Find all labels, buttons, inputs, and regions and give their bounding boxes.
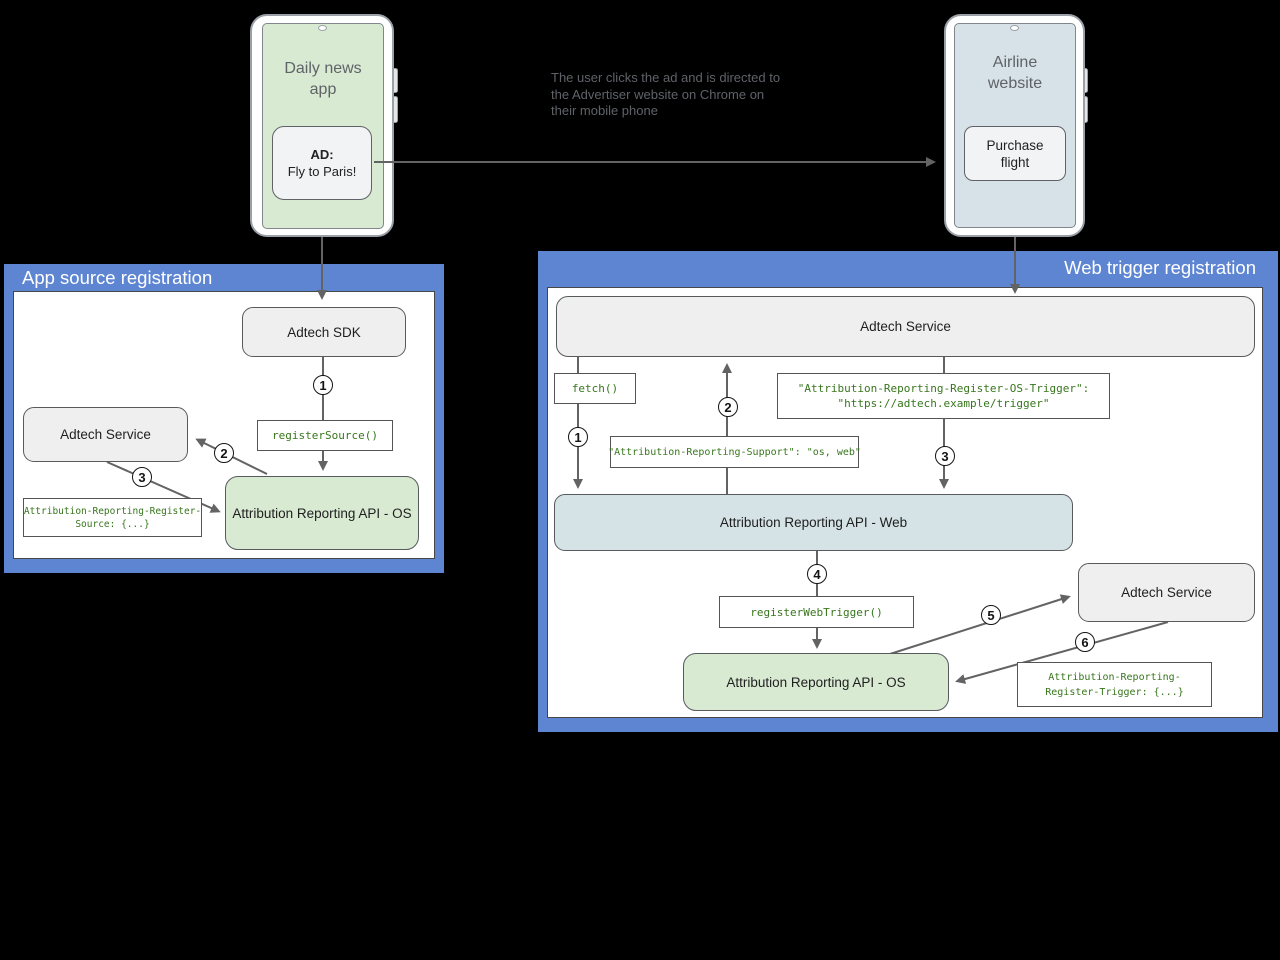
right-phone-screen [954,23,1076,228]
register-web-trigger-call-box: registerWebTrigger() [719,596,914,628]
left-phone-camera-icon [318,25,327,31]
step-badge-left-1: 1 [313,375,333,395]
purchase-line: Purchase [986,137,1044,153]
purchase-flight-card: Purchase flight [964,126,1066,181]
caption-line: The user clicks the ad and is directed t… [551,70,781,85]
code-line: "https://adtech.example/trigger" [837,397,1050,410]
step-badge-left-2: 2 [214,443,234,463]
purchase-line: flight [1000,154,1030,170]
site-name-line: Airline [992,54,1038,71]
web-trigger-panel-title: Web trigger registration [1064,257,1256,278]
arrow-service-right-to-os-api [955,621,1169,684]
adtech-sdk-box: Adtech SDK [242,307,406,357]
caption-line: the Advertiser website on Chrome on [551,86,765,102]
app-name-line: app [309,81,337,98]
right-phone-site-name: Airline website [954,52,1076,94]
ad-card: AD: Fly to Paris! [272,126,372,200]
register-source-header-box: Attribution-Reporting-Register- Source: … [23,498,202,537]
site-name-line: website [987,75,1043,92]
register-trigger-header-box: Attribution-Reporting- Register-Trigger:… [1017,662,1212,707]
adtech-service-box-top: Adtech Service [556,296,1255,357]
step-badge-left-3: 3 [132,467,152,487]
adtech-service-box-right: Adtech Service [1078,563,1255,622]
step-badge-right-3: 3 [935,446,955,466]
code-line: "Attribution-Reporting-Register-OS-Trigg… [797,382,1090,395]
code-line: Source: {...} [75,518,150,530]
attribution-api-web-box: Attribution Reporting API - Web [554,494,1073,551]
adtech-service-box-left: Adtech Service [23,407,188,462]
caption-line: their mobile phone [551,103,658,118]
code-line: Attribution-Reporting- [1048,671,1181,683]
code-line: Register-Trigger: {...} [1045,686,1184,698]
register-source-call-box: registerSource() [257,420,393,451]
step-badge-right-5: 5 [981,605,1001,625]
attribution-api-os-box-left: Attribution Reporting API - OS [225,476,419,550]
step-badge-right-1: 1 [568,427,588,447]
code-line: Attribution-Reporting-Register- [23,505,202,517]
step-badge-right-6: 6 [1075,632,1095,652]
step-badge-right-4: 4 [807,564,827,584]
caption: The user clicks the ad and is directed t… [551,70,811,120]
ad-text: Fly to Paris! [287,164,357,179]
support-header-box: "Attribution-Reporting-Support": "os, we… [608,436,861,468]
step-badge-right-2: 2 [718,397,738,417]
arrow-os-api-to-service-right [889,594,1071,655]
right-phone-camera-icon [1010,25,1019,31]
app-source-panel-title: App source registration [22,267,213,288]
left-phone-app-name: Daily news app [262,58,384,100]
ad-label: AD: [310,147,334,162]
os-trigger-header-box: "Attribution-Reporting-Register-OS-Trigg… [777,373,1110,419]
app-name-line: Daily news [284,60,362,77]
fetch-call-box: fetch() [554,373,636,404]
attribution-api-os-box-right: Attribution Reporting API - OS [683,653,949,711]
